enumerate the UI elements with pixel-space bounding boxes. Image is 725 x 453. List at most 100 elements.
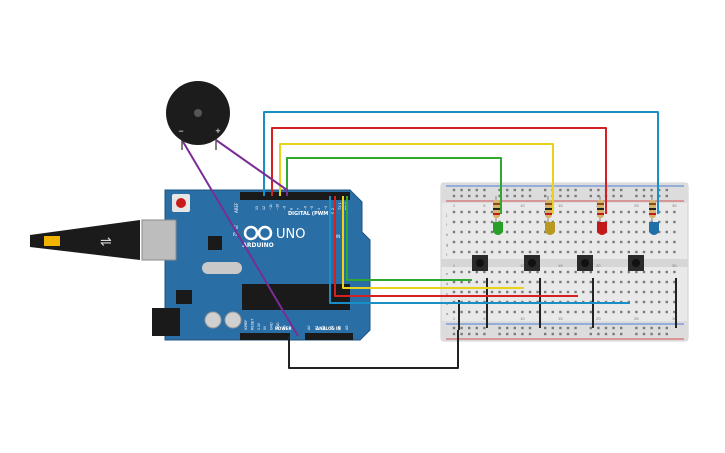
column-number: 5 — [483, 316, 486, 321]
resistor-1[interactable] — [493, 196, 500, 226]
analog-pin-label: A3 — [330, 326, 334, 330]
wire-yellow — [279, 143, 554, 214]
digital-pin-label: TX 1 — [338, 202, 342, 210]
power-pin-label: GND — [276, 322, 280, 330]
voltage-regulator — [176, 290, 192, 304]
power-label: POWER — [275, 326, 292, 331]
digital-pin-label: 12 — [262, 206, 266, 210]
led-red[interactable] — [597, 222, 607, 235]
wire-red-button — [334, 196, 578, 297]
arduino-model-label: UNO — [276, 227, 305, 242]
column-number: 25 — [634, 316, 639, 321]
power-pin-label: Vin — [282, 325, 286, 330]
power-pin-label: RESET — [250, 319, 254, 330]
resistor-2[interactable] — [545, 196, 552, 226]
arduino-logo-icon — [243, 225, 273, 241]
usb-connector: ⇌ — [30, 219, 177, 261]
column-number: 15 — [558, 316, 563, 321]
column-number: 30 — [672, 203, 677, 208]
wire-purple-buzzer-plus — [215, 139, 288, 196]
column-number: 1 — [453, 263, 456, 268]
row-letter-h: h — [446, 232, 448, 237]
resistor-4[interactable] — [649, 196, 656, 226]
capacitor-1 — [204, 311, 222, 329]
led-green[interactable] — [493, 222, 503, 235]
analog-pin-label: A0 — [307, 326, 311, 330]
pushbutton-3[interactable] — [577, 255, 593, 271]
row-letter-d: d — [446, 281, 448, 286]
power-pin-label: IOREF — [244, 320, 248, 330]
usb-cable-tip — [44, 236, 60, 246]
piezo-buzzer[interactable]: − + — [166, 81, 230, 150]
digital-pin-label: ~6 — [303, 206, 307, 210]
power-pin-label: 5V — [263, 325, 267, 330]
on-led-label: ON — [334, 234, 340, 239]
capacitor-2 — [224, 311, 242, 329]
arduino-brand-label: ARDUINO — [242, 242, 273, 249]
analog-pin-header[interactable] — [305, 333, 353, 340]
wire-blue-button — [329, 196, 630, 304]
analog-pin-label: A2 — [322, 326, 326, 330]
power-pin-label: GND — [270, 322, 274, 330]
digital-pin-label: ~10 — [276, 204, 280, 210]
aref-label: AREF — [234, 202, 239, 213]
column-number: 1 — [453, 316, 456, 321]
usb-chip — [208, 236, 222, 250]
pushbutton-2[interactable] — [524, 255, 540, 271]
analog-pin-label: A4 — [337, 326, 341, 330]
led-blue[interactable] — [649, 222, 659, 235]
row-letter-c: c — [446, 291, 448, 296]
digital-pwm-label: DIGITAL (PWM ~) — [288, 211, 336, 217]
wire-red — [271, 127, 607, 214]
arduino-uno-board[interactable]: ⇌ ARDUINO UNO DIGITAL (PWM ~) POWER ANAL… — [30, 189, 371, 341]
wire-green-button — [346, 196, 472, 281]
rx-label: RX — [233, 232, 239, 237]
reset-button-cap — [176, 198, 186, 208]
center-channel — [441, 259, 688, 267]
led-yellow[interactable] — [545, 222, 555, 235]
power-rail-bottom — [441, 321, 688, 341]
crystal-oscillator — [202, 262, 242, 274]
column-number: 30 — [672, 263, 677, 268]
digital-pin-label: ~3 — [324, 206, 328, 210]
column-number: 25 — [634, 203, 639, 208]
wire-black-gnd — [288, 330, 459, 369]
column-number: 10 — [520, 316, 525, 321]
column-number: 10 — [520, 203, 525, 208]
digital-pin-label: 7 — [296, 208, 300, 210]
resistor-3[interactable] — [597, 196, 604, 226]
pushbutton-4[interactable] — [628, 255, 644, 271]
column-number: 20 — [596, 316, 601, 321]
row-letter-a: a — [446, 311, 449, 316]
digital-pin-label: ~11 — [269, 204, 273, 210]
power-pin-header[interactable] — [240, 333, 290, 340]
digital-pin-label: 2 — [331, 208, 335, 210]
microcontroller-chip — [242, 284, 350, 310]
column-number: 5 — [483, 203, 486, 208]
digital-pin-label: ~9 — [283, 206, 287, 210]
row-letter-j: j — [445, 212, 447, 217]
analog-pin-label: A1 — [315, 326, 319, 330]
column-number: 30 — [672, 316, 677, 321]
column-number: 15 — [558, 263, 563, 268]
column-number: 15 — [558, 203, 563, 208]
row-letter-g: g — [446, 242, 448, 247]
column-number: 1 — [453, 203, 456, 208]
wire-yellow-button — [342, 196, 524, 289]
analog-pin-label: A5 — [345, 326, 349, 330]
tx-label: TX — [232, 225, 238, 230]
wire-purple-buzzer-minus — [181, 139, 299, 337]
analog-in-label: ANALOG IN — [316, 326, 341, 331]
row-letter-e: e — [446, 271, 449, 276]
digital-pin-label: 8 — [290, 208, 294, 210]
usb-icon: ⇌ — [100, 234, 112, 250]
digital-pin-label: 13 — [255, 206, 259, 210]
buzzer-minus-label: − — [178, 126, 183, 136]
wire-blue — [263, 111, 659, 214]
pushbutton-1[interactable] — [472, 255, 488, 271]
wire-green — [286, 157, 502, 214]
digital-pin-header[interactable] — [240, 192, 350, 200]
